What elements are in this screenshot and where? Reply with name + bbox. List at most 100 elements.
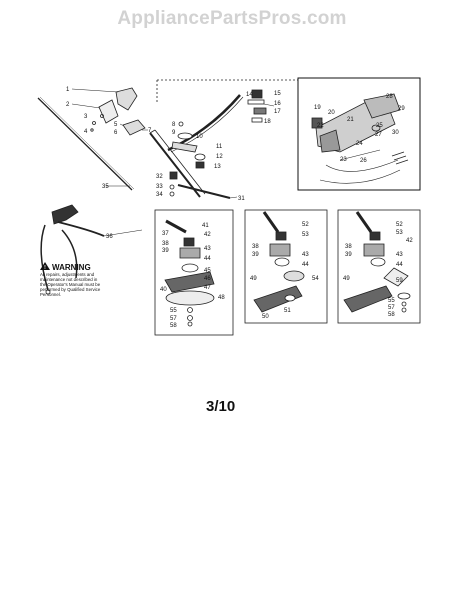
clamp-5-6 — [122, 119, 146, 136]
p3-callout-55: 55 — [388, 298, 395, 304]
callout-11: 11 — [216, 144, 223, 150]
callout-7: 7 — [148, 128, 152, 134]
callout-17: 17 — [274, 109, 281, 115]
callout-24: 24 — [356, 141, 363, 147]
throttle-parts — [251, 89, 263, 99]
page-number: 3/10 — [206, 398, 236, 415]
warning-line-1: All repairs, adjustments and — [40, 272, 95, 277]
head-panel-2 — [244, 209, 328, 324]
callout-10: 10 — [196, 134, 203, 140]
svg-text:!: ! — [44, 265, 46, 271]
p1-callout-42: 42 — [204, 232, 211, 238]
engine-inset-box — [297, 77, 421, 191]
p1-callout-39: 39 — [162, 248, 169, 254]
plate-part-2 — [98, 99, 119, 124]
p2-callout-53: 53 — [302, 232, 309, 238]
callout-20: 20 — [328, 110, 335, 116]
callout-25: 25 — [376, 123, 383, 129]
callout-35: 35 — [102, 184, 109, 190]
p2-callout-43: 43 — [302, 252, 309, 258]
drive-shaft — [37, 97, 133, 191]
p1-callout-41: 41 — [202, 223, 209, 229]
p3-callout-52: 52 — [396, 222, 403, 228]
p1-callout-44: 44 — [204, 256, 211, 262]
p1-callout-55: 55 — [170, 308, 177, 314]
shield-p3 — [343, 285, 393, 313]
callout-16: 16 — [274, 101, 281, 107]
warning-triangle-icon — [40, 262, 50, 270]
engine-dashed-bracket — [156, 79, 298, 104]
p2-callout-44: 44 — [302, 262, 309, 268]
handle-bar — [167, 94, 241, 152]
p2-callout-52: 52 — [302, 222, 309, 228]
p1-callout-37: 37 — [162, 231, 169, 237]
p1-callout-43: 43 — [204, 246, 211, 252]
p3-callout-58: 58 — [388, 312, 395, 318]
watermark: AppliancePartsPros.com — [117, 8, 347, 29]
callout-28: 28 — [386, 94, 393, 100]
callout-12: 12 — [216, 154, 223, 160]
p3-callout-44: 44 — [396, 262, 403, 268]
callout-1: 1 — [66, 87, 70, 93]
shoulder-harness — [51, 204, 79, 225]
callout-13: 13 — [214, 164, 221, 170]
p1-callout-38: 38 — [162, 241, 169, 247]
tube-31 — [177, 184, 231, 199]
p1-callout-57: 57 — [170, 316, 177, 322]
p3-callout-42: 42 — [406, 238, 413, 244]
p2-callout-50: 50 — [262, 314, 269, 320]
warning-line-5: Personnel. — [40, 292, 61, 297]
p2-callout-49: 49 — [250, 276, 257, 282]
p2-callout-38: 38 — [252, 244, 259, 250]
callout-18: 18 — [264, 119, 271, 125]
callout-3: 3 — [84, 114, 88, 120]
callout-4: 4 — [84, 129, 88, 135]
p3-callout-43: 43 — [396, 252, 403, 258]
p3-callout-59: 59 — [396, 278, 403, 284]
callout-34: 34 — [156, 192, 163, 198]
callout-30: 30 — [392, 130, 399, 136]
warning-line-2: maintenance not described in — [40, 277, 98, 282]
callout-23: 23 — [340, 157, 347, 163]
p1-callout-40: 40 — [160, 287, 167, 293]
engine-wires — [325, 159, 399, 172]
p1-callout-48: 48 — [218, 295, 225, 301]
head-panel-3 — [337, 209, 421, 324]
callout-5: 5 — [114, 122, 118, 128]
callout-14: 14 — [246, 92, 253, 98]
warning-line-3: the Operator's Manual must be — [40, 282, 101, 287]
warning-title: WARNING — [52, 263, 91, 272]
p2-callout-51: 51 — [284, 308, 291, 314]
callout-19: 19 — [314, 105, 321, 111]
shield-p2 — [253, 285, 303, 313]
callout-8: 8 — [172, 122, 176, 128]
p2-callout-54: 54 — [312, 276, 319, 282]
p1-callout-58: 58 — [170, 323, 177, 329]
callout-33: 33 — [156, 184, 163, 190]
warning-block: ! WARNING All repairs, adjustments and m… — [40, 262, 101, 297]
shield-p1 — [164, 271, 215, 293]
p3-callout-39: 39 — [345, 252, 352, 258]
p1-callout-47: 47 — [204, 285, 211, 291]
blade-panel-1 — [154, 209, 234, 336]
p1-callout-45: 45 — [204, 268, 211, 274]
part-10-washer — [177, 132, 193, 140]
p3-callout-38: 38 — [345, 244, 352, 250]
callout-15: 15 — [274, 91, 281, 97]
callout-22: 22 — [317, 123, 324, 129]
p3-callout-57: 57 — [388, 305, 395, 311]
callout-9: 9 — [172, 130, 176, 136]
callout-31: 31 — [238, 196, 245, 202]
callout-2: 2 — [66, 102, 70, 108]
callout-29: 29 — [398, 106, 405, 112]
warning-line-4: performed by Qualified Service — [40, 287, 101, 292]
p3-callout-49: 49 — [343, 276, 350, 282]
boom-tube — [149, 132, 201, 198]
p1-callout-46: 46 — [204, 276, 211, 282]
callout-32: 32 — [156, 174, 163, 180]
callout-26: 26 — [360, 158, 367, 164]
blade-disc — [165, 290, 215, 306]
p3-callout-53: 53 — [396, 230, 403, 236]
callout-36: 36 — [106, 234, 113, 240]
